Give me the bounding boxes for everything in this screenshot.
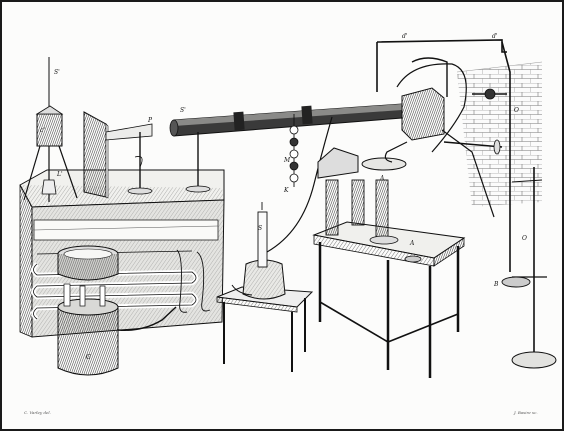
label-c-prime: c'	[40, 127, 45, 134]
engraving-labels: S' c' L' P S' M K S A A d' d' O O B G	[40, 33, 527, 361]
air-pump-table	[312, 147, 466, 378]
label-g: G	[86, 354, 91, 361]
tripod-boiler	[23, 57, 78, 202]
small-table-jar	[216, 116, 333, 372]
label-k: K	[283, 187, 289, 194]
label-o-upper: O	[514, 107, 519, 114]
label-b: B	[493, 281, 499, 288]
cylinder-g	[57, 245, 177, 376]
vacuum-box-pipes	[376, 39, 511, 272]
workbench-left	[19, 169, 225, 338]
label-d-left: d'	[402, 33, 408, 40]
label-s-prime-tube: S'	[180, 107, 186, 114]
engraver-credit-right: J. Basire sc.	[514, 410, 538, 415]
label-a-block: A	[379, 175, 385, 182]
screen-board	[83, 111, 109, 199]
label-d-right: d'	[492, 33, 498, 40]
brick-wall	[456, 61, 543, 207]
label-s-prime-top: S'	[54, 69, 60, 76]
stand-p	[105, 123, 153, 195]
label-s-jar: S	[258, 225, 262, 232]
label-l-prime: L'	[56, 171, 63, 178]
right-stand	[501, 167, 557, 369]
engraver-credit-left: C. Varley del.	[24, 410, 51, 415]
label-a-disc: A	[409, 240, 415, 247]
label-m: M	[283, 157, 291, 164]
label-o-lower: O	[522, 235, 527, 242]
hanging-chain	[289, 114, 299, 187]
label-p: P	[147, 117, 153, 124]
